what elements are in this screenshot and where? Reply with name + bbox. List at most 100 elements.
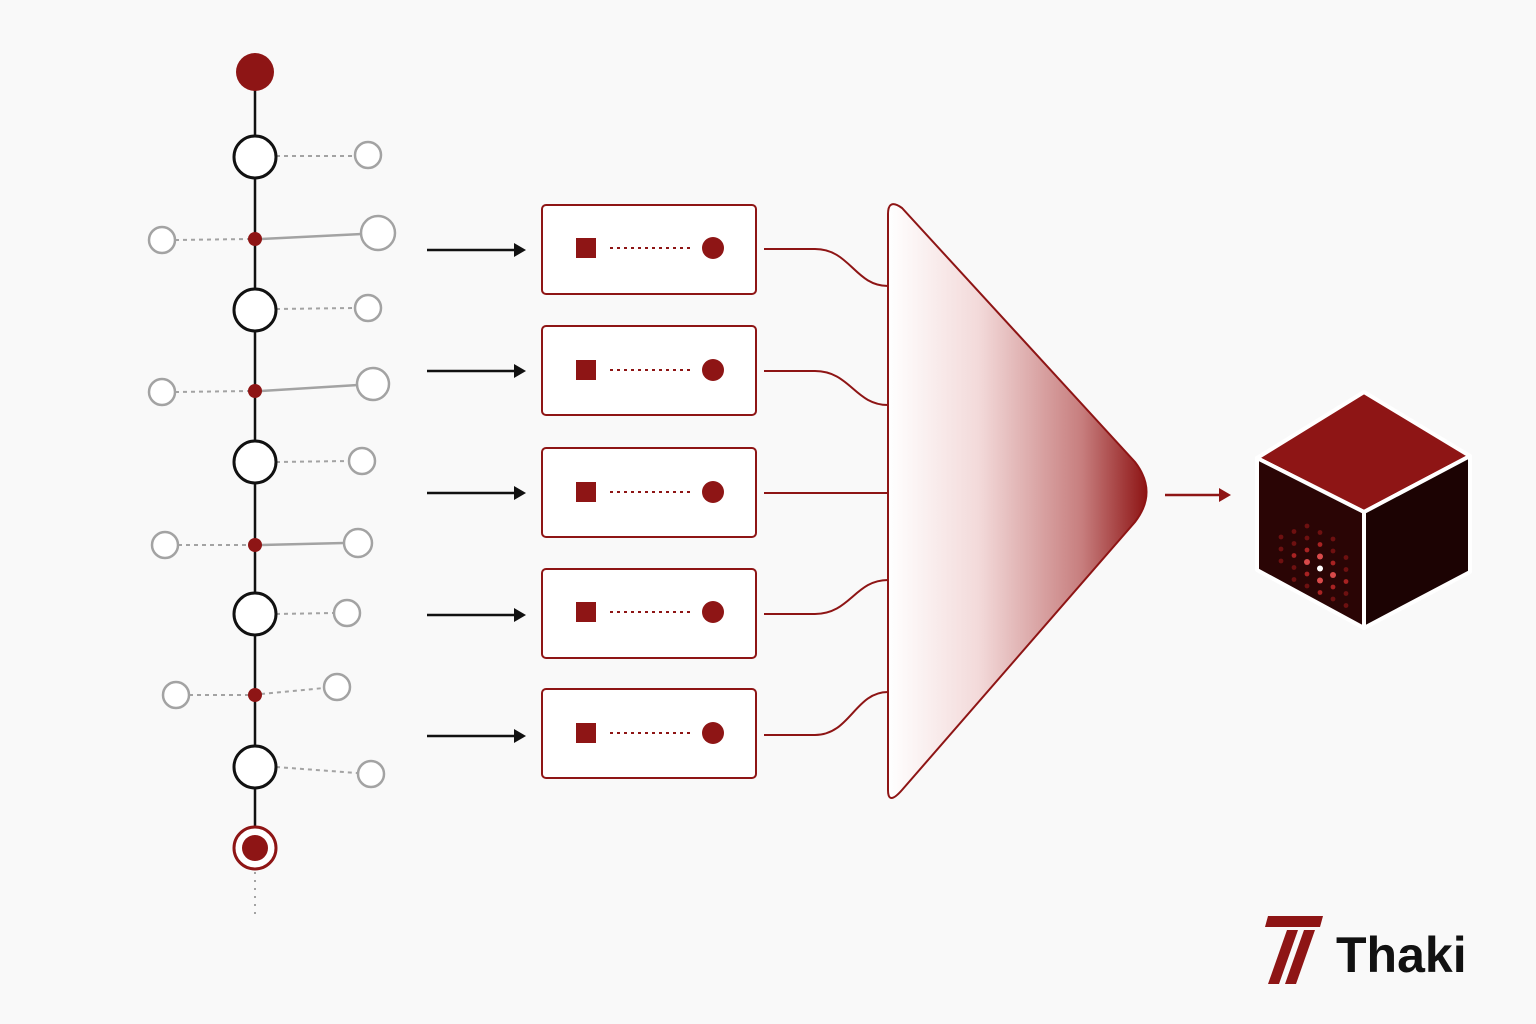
side-link [260, 232, 363, 241]
side-node [359, 214, 397, 252]
timeline-end-node [232, 825, 278, 871]
cube-led-dot [1304, 571, 1310, 577]
side-node [150, 530, 180, 560]
side-node [332, 598, 362, 628]
side-link [174, 238, 250, 241]
timeline-branch-dot [248, 232, 262, 246]
output-arrow-icon [1165, 488, 1231, 502]
square-icon [576, 482, 596, 502]
cube-led-dot [1317, 542, 1323, 547]
cube-led-dot [1330, 548, 1336, 554]
square-icon [576, 238, 596, 258]
side-node [355, 366, 391, 402]
cube-led-dot [1291, 577, 1297, 582]
input-arrows [427, 243, 526, 743]
connector-line [764, 248, 889, 287]
funnel-connectors [764, 248, 889, 736]
timeline-branch [147, 366, 391, 407]
timeline-step [232, 287, 383, 333]
cube-led-dot [1291, 565, 1297, 570]
side-node [353, 140, 383, 170]
side-link [275, 460, 350, 463]
cube-led-dot [1343, 591, 1349, 596]
timeline-branch [147, 214, 397, 255]
timeline-step [232, 591, 362, 637]
dot-icon [702, 481, 724, 503]
side-link [260, 383, 359, 393]
timeline-branch-dot [248, 384, 262, 398]
timeline-step [232, 744, 386, 790]
timeline-main-node [232, 287, 278, 333]
cube-led-dot [1304, 583, 1310, 589]
arrow-icon [427, 364, 526, 378]
timeline-branch-dot [248, 688, 262, 702]
arrow-icon [427, 243, 526, 257]
timeline-main-node [232, 744, 278, 790]
cube-led-dot [1330, 572, 1336, 578]
timeline-main-node [232, 439, 278, 485]
cube-led-dot [1304, 559, 1310, 565]
cube-led-dot [1304, 523, 1310, 529]
cube-led-dot [1343, 579, 1349, 584]
timeline-branch [150, 527, 374, 560]
cube-icon [1255, 390, 1472, 630]
side-node [353, 293, 383, 323]
side-node [147, 225, 177, 255]
arrow-icon [427, 608, 526, 622]
cube-led-dot [1343, 555, 1349, 560]
square-icon [576, 360, 596, 380]
cube-led-dot [1317, 530, 1323, 535]
side-node [161, 680, 191, 710]
side-link [260, 541, 345, 547]
side-link [275, 612, 335, 615]
timeline [147, 53, 397, 918]
timeline-step [232, 134, 383, 180]
connector-line [764, 579, 889, 615]
arrow-icon [427, 486, 526, 500]
timeline-start-node [236, 53, 274, 91]
side-node [342, 527, 374, 559]
cube-led-dot [1330, 584, 1336, 590]
cube-led-dot [1278, 558, 1284, 564]
brand-name: Thaki [1336, 927, 1467, 983]
cube-led-dot [1291, 541, 1297, 546]
arrow-icon [427, 729, 526, 743]
cube-led-dot [1304, 547, 1310, 553]
connector-line [764, 370, 889, 406]
timeline-main-node [232, 591, 278, 637]
module-box [541, 688, 757, 779]
module-box [541, 447, 757, 538]
side-node [347, 446, 377, 476]
side-link [275, 307, 355, 310]
dot-icon [702, 359, 724, 381]
brand: Thaki [1265, 916, 1467, 984]
timeline-branch [161, 672, 352, 710]
thaki-logo-icon [1265, 916, 1323, 984]
cube-led-dot [1343, 603, 1349, 608]
module-box [541, 568, 757, 659]
cube-led-dot [1330, 596, 1336, 602]
connector-line [764, 691, 889, 736]
cube-led-dot [1278, 534, 1284, 540]
cube-led-dot [1278, 546, 1284, 552]
module-box [541, 325, 757, 416]
cube-led-dot [1291, 529, 1297, 534]
cube-led-dot [1330, 536, 1336, 542]
cube-led-dot [1304, 535, 1310, 541]
module-box [541, 204, 757, 295]
cube-led-dot [1291, 553, 1297, 558]
side-link [260, 687, 325, 695]
side-node [147, 377, 177, 407]
dot-icon [702, 722, 724, 744]
square-icon [576, 723, 596, 743]
square-icon [576, 602, 596, 622]
side-link [174, 390, 250, 393]
cube-led-dot [1343, 567, 1349, 572]
cube-led-dot [1317, 577, 1323, 584]
side-link [275, 766, 358, 774]
cube-led-dot [1317, 590, 1323, 595]
cube-led-dot [1330, 560, 1336, 566]
cube-led-dot [1317, 553, 1323, 560]
cube-led-grid [1278, 523, 1349, 608]
